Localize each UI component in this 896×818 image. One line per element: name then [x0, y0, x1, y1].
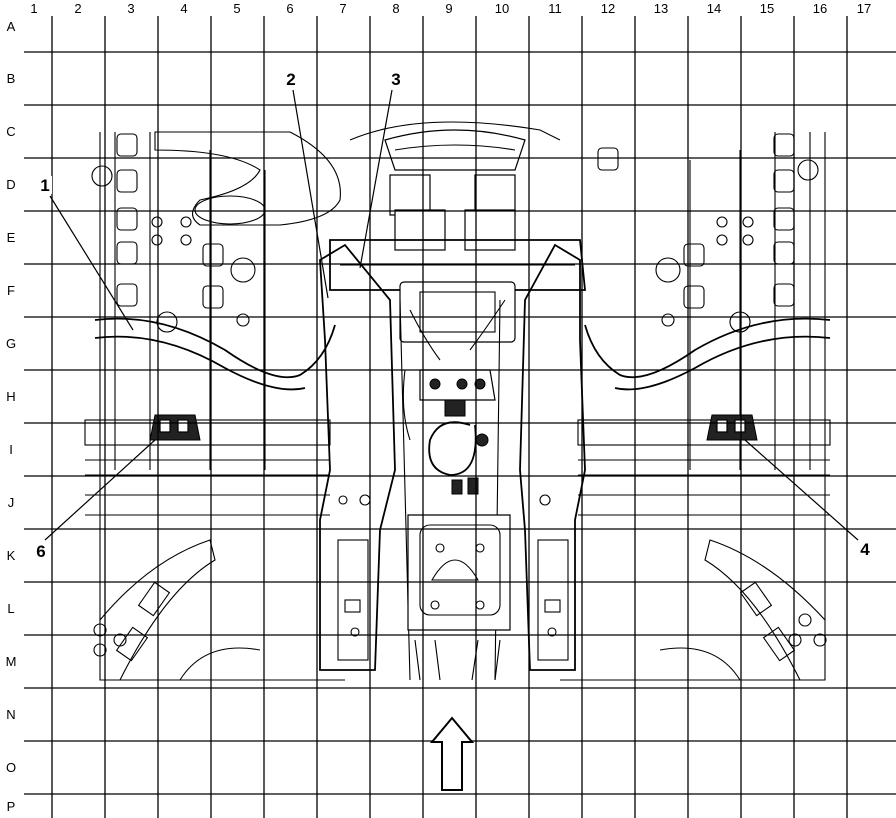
forward-arrow-icon — [429, 716, 475, 791]
column-label: 8 — [392, 1, 399, 16]
callout-2-label: 2 — [286, 70, 295, 89]
column-label: 15 — [760, 1, 774, 16]
column-label: 1 — [30, 1, 37, 16]
column-label: 17 — [857, 1, 871, 16]
row-label: H — [6, 389, 15, 404]
left-floor-pan-holes — [91, 133, 256, 327]
row-label: J — [8, 495, 15, 510]
column-label: 9 — [445, 1, 452, 16]
column-label: 6 — [286, 1, 293, 16]
column-labels: 1 2 3 4 5 6 7 8 9 10 11 12 13 14 15 16 1… — [0, 0, 896, 16]
column-label: 11 — [548, 1, 562, 16]
underbody-illustration — [84, 121, 831, 681]
row-label: L — [7, 601, 14, 616]
row-label: M — [6, 654, 17, 669]
row-label: P — [7, 799, 16, 814]
right-floor-pan-holes — [597, 133, 819, 327]
column-label: 7 — [339, 1, 346, 16]
callout-3-leader — [359, 89, 393, 269]
column-label: 13 — [654, 1, 668, 16]
callout-4-leader — [744, 439, 859, 541]
callout-1-leader — [49, 195, 134, 331]
column-label: 16 — [813, 1, 827, 16]
callout-4-label: 4 — [860, 540, 870, 559]
column-label: 5 — [233, 1, 240, 16]
callout-6-label: 6 — [36, 542, 45, 561]
column-label: 10 — [495, 1, 509, 16]
column-label: 12 — [601, 1, 615, 16]
row-label: B — [7, 71, 16, 86]
row-label: D — [6, 177, 15, 192]
row-label: N — [6, 707, 15, 722]
row-label: C — [6, 124, 15, 139]
row-label: K — [7, 548, 16, 563]
callout-2-leader — [292, 89, 329, 299]
column-label: 4 — [180, 1, 187, 16]
row-label: A — [7, 19, 16, 34]
callout-1-label: 1 — [40, 176, 49, 195]
row-label: E — [7, 230, 16, 245]
row-label: O — [6, 760, 16, 775]
column-label: 2 — [74, 1, 81, 16]
row-label: F — [7, 283, 15, 298]
column-label: 14 — [707, 1, 721, 16]
row-label: G — [6, 336, 16, 351]
row-label: I — [9, 442, 13, 457]
callouts: 1 2 3 4 6 — [34, 70, 872, 561]
column-label: 3 — [127, 1, 134, 16]
callout-6-leader — [44, 439, 156, 541]
callout-3-label: 3 — [391, 70, 400, 89]
row-labels: A B C D E F G H I J K L M N O P — [0, 16, 24, 818]
